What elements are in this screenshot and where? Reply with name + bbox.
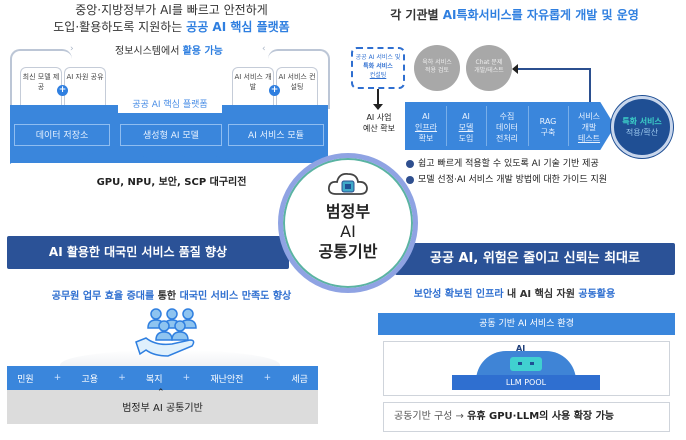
center-hub: 범정부 AI 공통기반: [278, 153, 418, 293]
service-civil: 민원: [17, 374, 34, 385]
module-data-store: 데이터 저장소: [14, 124, 110, 146]
trust-banner: 공공 AI, 위험은 줄이고 신뢰는 최대로: [395, 243, 675, 275]
quality-subtitle: 공무원 업무 효율 증대를 통한 대국민 서비스 만족도 향상: [51, 291, 292, 302]
hub-line2: AI: [340, 222, 356, 241]
check-icon: [406, 175, 414, 184]
down-arrow-line: [377, 89, 379, 109]
platform-title-highlight: 공공 AI 핵심 플랫폼: [186, 20, 290, 34]
service-disaster: 재난안전: [210, 374, 244, 385]
hub-line3: 공통기반: [318, 242, 378, 261]
review-circle: 육하 서비스 적용 검토: [414, 45, 460, 91]
robot-ai-label: AI: [516, 344, 526, 353]
plus-icon: +: [57, 85, 68, 96]
platform-title-line2: 도입·활용하도록 지원하는: [53, 20, 187, 34]
plus-icon: +: [182, 373, 191, 383]
quality-banner: AI 활용한 대국민 서비스 품질 향상: [7, 236, 289, 269]
robot-icon: [510, 357, 542, 371]
env-bar: 공동 기반 AI 서비스 환경: [378, 313, 675, 335]
platform-title: 중앙·지방정부가 AI를 빠르고 안전하게 도입·활용하도록 지원하는 공공 A…: [0, 2, 343, 36]
loop-arrow-left: [10, 49, 72, 109]
platform-top-left: [10, 105, 118, 115]
service-title: 각 기관별 AI특화서비스를 자유롭게 개발 및 운영: [390, 8, 639, 22]
arrow-left-icon: [512, 64, 518, 74]
plus-icon: +: [269, 85, 280, 96]
loop-arrow-right: [268, 49, 330, 109]
arrow-left-icon: ‹: [262, 44, 266, 54]
feedback-line-h: [514, 68, 590, 70]
feedback-line-v: [589, 68, 591, 102]
service-welfare: 복지: [145, 374, 163, 385]
budget-label: AI 사업 예산 확보: [363, 113, 395, 133]
module-generative-ai: 생성형 AI 모델: [120, 124, 222, 146]
services-bar: 민원 + 고용 + 복지 + 재난안전 + 세금: [7, 366, 318, 390]
service-employment: 고용: [81, 374, 99, 385]
service-tax: 세금: [291, 374, 308, 385]
hub-line1: 범정부: [325, 202, 371, 221]
expand-box: 공동기반 구성 → 유휴 GPU·LLM의 사용 확장 가능: [383, 402, 670, 432]
platform-label: 공공 AI 핵심 플랫폼: [132, 100, 208, 110]
trust-subtitle: 보안성 확보된 인프라 내 AI 핵심 자원 공동활용: [413, 289, 616, 300]
bullet-item: 쉽고 빠르게 적용할 수 있도록 AI 기술 기반 제공: [406, 156, 599, 169]
infra-label: GPU, NPU, 보안, SCP 대구리전: [96, 177, 247, 188]
cloud-edge: [10, 150, 328, 164]
consulting-box: 공공 AI 서비스 및 특화 서비스 컨설팅: [351, 47, 405, 89]
chat-dev-circle: Chat 문제 개발/테스트: [466, 45, 512, 91]
info-system-label: 정보시스템에서 활용 가능: [115, 46, 223, 57]
plus-icon: +: [263, 373, 272, 383]
process-flow: [405, 102, 615, 150]
check-icon: [406, 159, 414, 168]
arrow-down-icon: [373, 104, 383, 110]
platform-top-right: [222, 105, 328, 115]
people-hand-icon: [135, 308, 197, 357]
chevron-up-icon: ⌃: [157, 388, 165, 398]
result-circle: 특화 서비스 적용/확산: [611, 96, 673, 158]
bullet-item: 모델 선정·AI 서비스 개발 방법에 대한 가이드 지원: [406, 172, 607, 185]
cloud-chip-icon: [327, 173, 368, 195]
module-ai-service: AI 서비스 모듈: [228, 124, 324, 146]
common-base-bar: 범정부 AI 공통기반: [7, 390, 318, 424]
arrow-right-icon: ›: [70, 44, 74, 54]
platform-title-line1: 중앙·지방정부가 AI를 빠르고 안전하게: [75, 3, 268, 17]
llm-pool-label: LLM POOL: [452, 375, 600, 390]
plus-icon: +: [118, 373, 126, 383]
plus-icon: +: [53, 373, 62, 383]
